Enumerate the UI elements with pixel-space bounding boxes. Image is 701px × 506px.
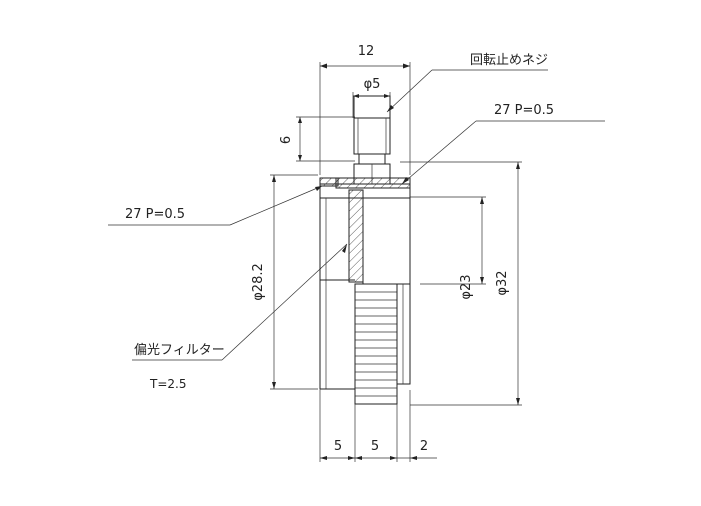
shaft-height-label: 6: [279, 136, 294, 144]
thread-left-label: 27 P=0.5: [125, 207, 185, 222]
bottom-dim-3-label: 2: [420, 439, 428, 454]
dimension-bottom: 5 5 2: [319, 389, 437, 462]
set-screw-label: 回転止めネジ: [470, 53, 548, 68]
top-width-label: 12: [358, 44, 375, 59]
dimension-outer-dia-right: φ32: [400, 161, 522, 406]
dimension-top-width: 12: [319, 44, 411, 175]
bottom-dim-1-label: 5: [334, 439, 342, 454]
leader-thread-left: 27 P=0.5: [108, 185, 323, 226]
inner-dia-label: φ23: [459, 274, 474, 299]
filter-thickness-label: T=2.5: [149, 377, 186, 391]
outer-dia-left-label: φ28.2: [251, 263, 266, 301]
shaft-dia-label: φ5: [364, 77, 381, 92]
outer-dia-right-label: φ32: [495, 270, 510, 295]
dimension-shaft-height: 6: [279, 116, 355, 162]
knurl-lines: [355, 291, 397, 397]
dimension-outer-dia-left: φ28.2: [251, 174, 318, 390]
filter-name-label: 偏光フィルター: [134, 343, 225, 358]
bottom-dim-2-label: 5: [371, 439, 379, 454]
lens-holder-body: [319, 95, 411, 405]
leader-filter: 偏光フィルター T=2.5: [132, 243, 348, 391]
thread-right-label: 27 P=0.5: [494, 103, 554, 118]
dimension-inner-dia: φ23: [410, 196, 486, 300]
dimension-shaft-dia: φ5: [352, 77, 391, 118]
leader-thread-right: 27 P=0.5: [401, 103, 605, 185]
leader-set-screw: 回転止めネジ: [386, 53, 548, 113]
